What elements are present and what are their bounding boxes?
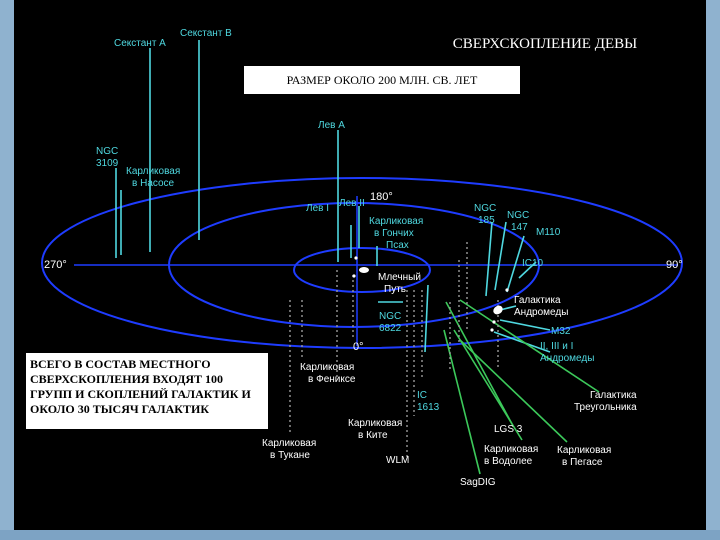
label-sextant-b: Секстант В [180,28,232,39]
label-triangulum: Галактика [590,390,637,401]
label-ngc6822: NGC [379,311,401,322]
label-ic1613: IC [417,390,427,401]
label-milky-way-2: Путь [384,284,406,295]
label-ngc147: NGC [507,210,529,221]
label-cetus-dwarf-2: в Ките [358,430,388,441]
label-pegasus-dwarf-2: в Пегасе [562,457,603,468]
label-canes-dwarf-2: в Гончих [374,228,414,239]
label-ngc147-num: 147 [511,222,528,233]
label-canes-dwarf: Карликовая [369,216,423,227]
page-title: СВЕРХСКОПЛЕНИЕ ДЕВЫ [452,36,638,52]
slide: 270° 90° 180° 0° Секстант А Секстант В N… [14,0,706,530]
label-sextant-a: Секстант А [114,38,166,49]
label-and123-2: Андромеды [540,353,594,364]
label-canes-dwarf-3: Псах [386,240,409,251]
label-cetus-dwarf: Карликовая [348,418,402,429]
label-triangulum-2: Треугольника [574,402,637,413]
label-wlm: WLM [386,455,409,466]
andromeda-marker [493,305,503,315]
label-aquarius-dwarf: Карликовая [484,444,538,455]
label-ic1613-num: 1613 [417,402,440,413]
info-box: ВСЕГО В СОСТАВ МЕСТНОГО СВЕРХСКОПЛЕНИЯ В… [26,353,268,429]
size-note: РАЗМЕР ОКОЛО 200 МЛН. СВ. ЛЕТ [244,66,520,94]
label-lgs3: LGS 3 [494,424,523,435]
object-dot [505,288,509,292]
cyan-leaders [115,40,551,353]
object-dot [490,328,494,332]
object-dot [352,274,356,278]
angle-90-label: 90° [666,259,683,271]
angle-270-label: 270° [44,259,67,271]
label-andromeda: Галактика [514,295,561,306]
label-phoenix-dwarf-2: в Фениксе [308,374,356,385]
outer-orbit [41,177,683,349]
label-andromeda-2: Андромеды [514,307,568,318]
slide-border [0,530,720,540]
label-tucana-dwarf-2: в Тукане [270,450,310,461]
label-leo-a: Лев А [318,120,345,131]
dotted-leaders [289,242,499,460]
object-dot [354,256,358,260]
label-antlia-dwarf: Карликовая [126,166,180,177]
label-ngc185-num: 185 [478,215,495,226]
label-milky-way: Млечный [378,272,421,283]
green-leaders [443,299,600,475]
label-m110: M110 [536,227,561,238]
label-leo-ii: Лев II [339,198,365,209]
label-m32: M32 [551,326,571,337]
label-phoenix-dwarf: Карликовая [300,362,354,373]
label-ngc185: NGC [474,203,496,214]
angle-180-label: 180° [370,191,393,203]
label-and123: II, III и I [540,341,573,352]
label-pegasus-dwarf: Карликовая [557,445,611,456]
object-dot [492,320,496,324]
label-antlia-dwarf-2: в Насосе [132,178,175,189]
angle-0-label: 0° [353,341,364,353]
inner-orbit [293,247,431,293]
label-tucana-dwarf: Карликовая [262,438,316,449]
label-ic10: IC10 [522,258,544,269]
local-group-diagram: 270° 90° 180° 0° Секстант А Секстант В N… [41,28,683,488]
label-leo-i: Лев I [306,203,329,214]
label-ngc3109: NGC [96,146,118,157]
label-aquarius-dwarf-2: в Водолее [484,456,533,467]
milky-way-marker [359,267,369,273]
label-ngc6822-num: 6822 [379,323,402,334]
label-sagdig: SagDIG [460,477,496,488]
label-ngc3109-num: 3109 [96,158,119,169]
